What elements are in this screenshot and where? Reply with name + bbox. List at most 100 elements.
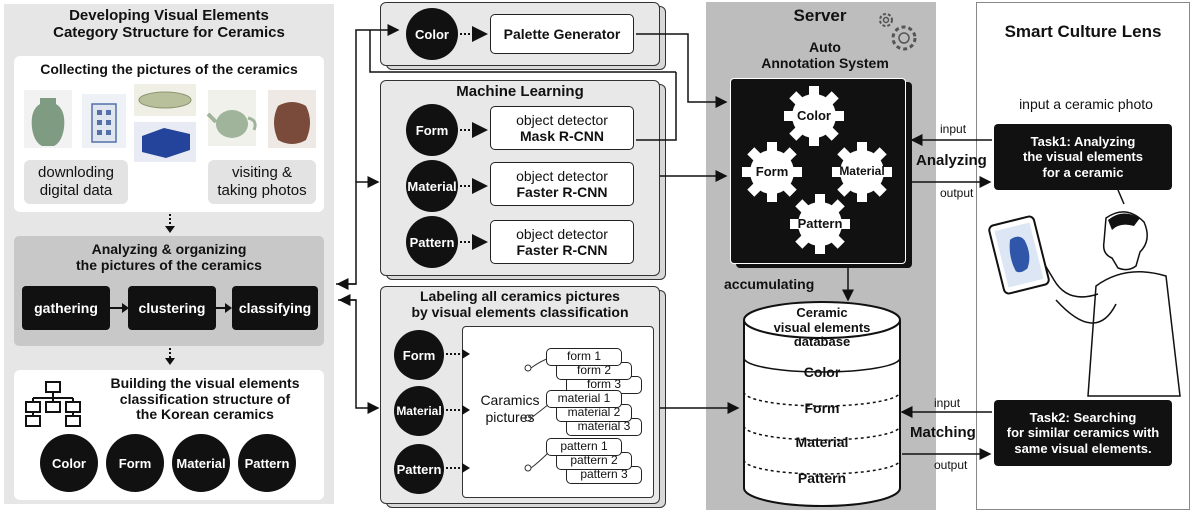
auto-annotation-title: Auto Annotation System — [740, 39, 910, 71]
ml-pattern-line1: object detector — [516, 225, 608, 242]
caramics-pictures-label: Caramics pictures — [470, 392, 550, 426]
pictures-line1: Caramics — [480, 392, 540, 408]
build-title: Building the visual elements classificat… — [90, 375, 320, 423]
person-with-tablet-illustration — [988, 190, 1181, 397]
task1-line3: for a ceramic — [1042, 164, 1124, 180]
label-dotted-arrows — [446, 349, 470, 473]
tag-pattern-1: pattern 1 — [546, 438, 622, 456]
category-form: Form — [106, 434, 164, 492]
ml-detector-material: object detector Faster R-CNN — [490, 162, 634, 206]
gear-form-label: Form — [755, 164, 789, 179]
database-cylinder — [743, 301, 901, 507]
category-color: Color — [40, 434, 98, 492]
vase-photo — [24, 90, 72, 148]
ml-form-line1: object detector — [516, 111, 608, 128]
task1-line1: Task1: Analyzing — [1030, 133, 1136, 149]
db-line1: Ceramic — [796, 305, 848, 320]
db-line2: visual elements — [773, 319, 871, 335]
visit-line1: visiting & — [231, 164, 292, 181]
task2-box: Task2: Searching for similar ceramics wi… — [994, 400, 1172, 466]
visit-pill: visiting &taking photos — [208, 160, 316, 204]
input-label-top: input — [940, 122, 967, 136]
download-line1: downloding — [38, 164, 114, 181]
accumulating-label: accumulating — [724, 276, 815, 292]
teapot-photo — [206, 90, 257, 146]
db-title: Ceramic visual elements database — [762, 305, 882, 350]
db-row-material: Material — [795, 434, 849, 450]
auto-line2: Annotation System — [761, 54, 889, 71]
task2-line3: same visual elements. — [1014, 440, 1152, 456]
category-material: Material — [172, 434, 230, 492]
tag-form-1: form 1 — [546, 348, 622, 366]
tag-pattern-2: pattern 2 — [556, 452, 632, 470]
hierarchy-icon — [25, 381, 81, 427]
tag-material-1: material 1 — [546, 390, 622, 408]
left-dotted-arrows — [165, 214, 175, 365]
gear-pattern-label: Pattern — [797, 216, 843, 231]
build-line2: classification structure of — [119, 390, 291, 407]
ml-circle-material: Material — [406, 160, 458, 212]
task2-line1: Task2: Searching — [1029, 409, 1137, 425]
collect-title: Collecting the pictures of the ceramics — [40, 61, 298, 77]
server-title: Server — [793, 6, 847, 25]
ml-detector-pattern: object detector Faster R-CNN — [490, 220, 634, 264]
matching-label: Matching — [910, 424, 976, 441]
ml-form-line2: Mask R-CNN — [519, 128, 604, 144]
analyzing-label: Analyzing — [916, 152, 987, 169]
settings-gear-icon — [879, 13, 917, 51]
db-row-pattern: Pattern — [797, 470, 847, 486]
left-title-line1: Developing Visual Elements — [69, 7, 269, 24]
visit-line2: taking photos — [217, 182, 307, 199]
gear-material-label: Material — [839, 164, 885, 178]
auto-line1: Auto — [809, 39, 841, 55]
label-circle-form: Form — [394, 330, 444, 380]
ml-material-line1: object detector — [516, 167, 608, 184]
ml-title: Machine Learning — [456, 83, 584, 100]
blue-box-photo — [134, 122, 196, 162]
analyze-line2: the pictures of the ceramics — [76, 256, 262, 273]
input-photo-label: input a ceramic photo — [1019, 96, 1153, 112]
left-panel-title: Developing Visual Elements Category Stru… — [4, 7, 334, 42]
db-line3: database — [793, 334, 851, 350]
output-label-bottom: output — [934, 458, 968, 472]
color-circle: Color — [406, 8, 458, 60]
ml-material-line2: Faster R-CNN — [516, 184, 608, 200]
jar-photo — [268, 90, 316, 148]
step-classifying: classifying — [232, 286, 318, 330]
download-line2: digital data — [39, 182, 113, 199]
ml-pattern-line2: Faster R-CNN — [516, 242, 608, 258]
pictures-line2: pictures — [485, 408, 535, 425]
task1-line2: the visual elements — [1023, 149, 1143, 165]
label-title: Labeling all ceramics pictures by visual… — [380, 288, 660, 320]
build-line1: Building the visual elements — [110, 375, 300, 391]
build-line3: the Korean ceramics — [136, 406, 274, 423]
step-arrows — [110, 303, 232, 313]
analyze-line1: Analyzing & organizing — [91, 241, 247, 257]
label-circle-pattern: Pattern — [394, 444, 444, 494]
ml-circle-form: Form — [406, 104, 458, 156]
analyze-title: Analyzing & organizing the pictures of t… — [14, 241, 324, 273]
box-vessel-photo — [82, 94, 126, 148]
task2-line2: for similar ceramics with — [1006, 425, 1160, 441]
lens-title: Smart Culture Lens — [1004, 22, 1162, 41]
label-title-line1: Labeling all ceramics pictures — [420, 288, 620, 304]
ml-circle-pattern: Pattern — [406, 216, 458, 268]
step-clustering: clustering — [128, 286, 216, 330]
left-title-line2: Category Structure for Ceramics — [53, 23, 285, 41]
output-label-top: output — [940, 186, 974, 200]
db-row-form: Form — [804, 400, 840, 416]
palette-generator: Palette Generator — [490, 14, 634, 54]
bowl-photo — [134, 84, 196, 116]
label-circle-material: Material — [394, 386, 444, 436]
label-title-line2: by visual elements classification — [411, 303, 629, 320]
ml-detector-form: object detector Mask R-CNN — [490, 106, 634, 150]
category-pattern: Pattern — [238, 434, 296, 492]
ceramic-photos — [24, 84, 316, 162]
input-label-bottom: input — [934, 396, 961, 410]
gear-color-label: Color — [797, 108, 831, 123]
task1-box: Task1: Analyzing the visual elements for… — [994, 124, 1172, 190]
step-gathering: gathering — [22, 286, 110, 330]
db-row-color: Color — [803, 364, 841, 380]
